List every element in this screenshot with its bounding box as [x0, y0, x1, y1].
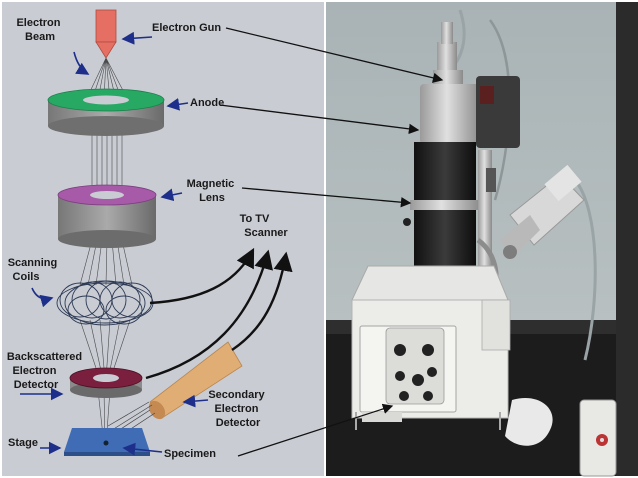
detector-arm [500, 164, 585, 259]
electron-gun-label: Electron Gun [152, 22, 221, 34]
electron-gun [95, 9, 117, 59]
secondary-electron-detector [107, 341, 243, 441]
anode-ring [47, 88, 165, 136]
cable [573, 179, 597, 361]
specimen-dot [103, 440, 109, 446]
side-instrument [579, 399, 617, 477]
sem-schematic-diagram: Electron Beam Electron Gun Anode Magneti… [2, 2, 324, 476]
specimen-stage [64, 428, 150, 456]
to-tv-scanner-label: To TV Scanner [240, 213, 289, 239]
secondary-detector-label: Secondary Electron Detector [208, 389, 267, 429]
lens-column [414, 142, 476, 202]
specimen-label: Specimen [164, 448, 216, 460]
scanning-coils-label: Scanning Coils [8, 257, 61, 283]
photo-dark-right-edge [616, 2, 638, 476]
electron-beam-lines [79, 57, 133, 446]
sem-instrument-photo [326, 2, 638, 477]
backscattered-detector-ring [69, 367, 143, 398]
scanning-coils [56, 280, 154, 326]
label-pointer-arrows [20, 31, 209, 456]
tv-scanner-arrows [145, 247, 293, 380]
electron-beam-label: Electron Beam [16, 17, 63, 43]
stage-label: Stage [8, 437, 38, 449]
gun-housing [420, 84, 480, 144]
backscattered-detector-label: Backscattered Electron Detector [7, 351, 85, 391]
magnetic-lens-label: Magnetic Lens [187, 178, 238, 204]
anode-label: Anode [190, 97, 224, 109]
leader-lines [219, 27, 444, 457]
specimen-chamber [351, 265, 511, 430]
magnetic-lens-ring [57, 184, 157, 248]
bench-cloth [505, 398, 553, 446]
